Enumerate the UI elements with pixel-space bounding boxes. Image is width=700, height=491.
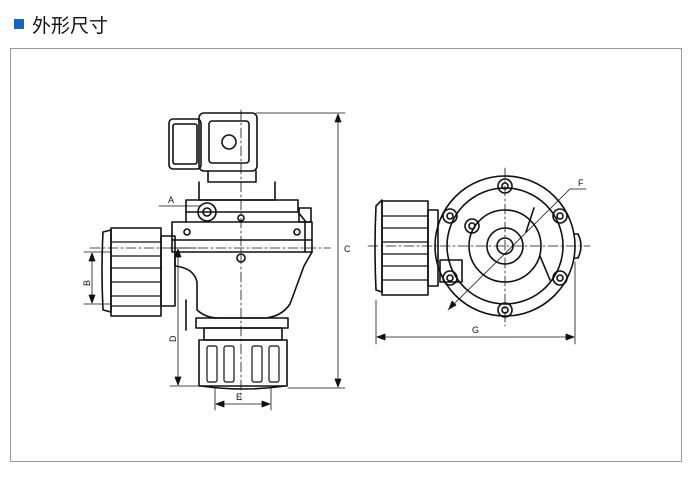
side-dimensions <box>83 112 346 411</box>
flange-bolts <box>442 178 568 318</box>
front-inlet-nut <box>374 199 439 296</box>
front-center-lines <box>367 167 591 327</box>
section-title: 外形尺寸 <box>32 14 109 37</box>
lower-body <box>174 251 313 331</box>
solenoid-coil <box>168 112 258 183</box>
front-dimensions <box>375 188 587 345</box>
front-outlet-stub <box>574 233 582 259</box>
label-g: G <box>472 325 479 335</box>
upper-body <box>171 207 313 263</box>
outlet-nut <box>198 327 288 390</box>
front-view <box>367 167 591 345</box>
label-e: E <box>236 392 242 402</box>
pilot-bonnet <box>185 181 307 223</box>
section-header: 外形尺寸 <box>14 12 109 37</box>
label-d: D <box>168 335 178 342</box>
inlet-nut <box>101 227 176 317</box>
side-view <box>83 109 346 411</box>
label-c: C <box>344 244 351 254</box>
center-lines <box>89 109 331 401</box>
section-marker-icon <box>14 19 24 29</box>
front-flange <box>434 175 576 317</box>
label-b: B <box>82 280 92 286</box>
dimension-labels: A C E F G B D <box>82 178 584 402</box>
label-f: F <box>578 178 584 188</box>
a-port-fitting <box>197 202 217 222</box>
drawing-frame <box>10 48 682 462</box>
label-a: A <box>168 195 174 205</box>
